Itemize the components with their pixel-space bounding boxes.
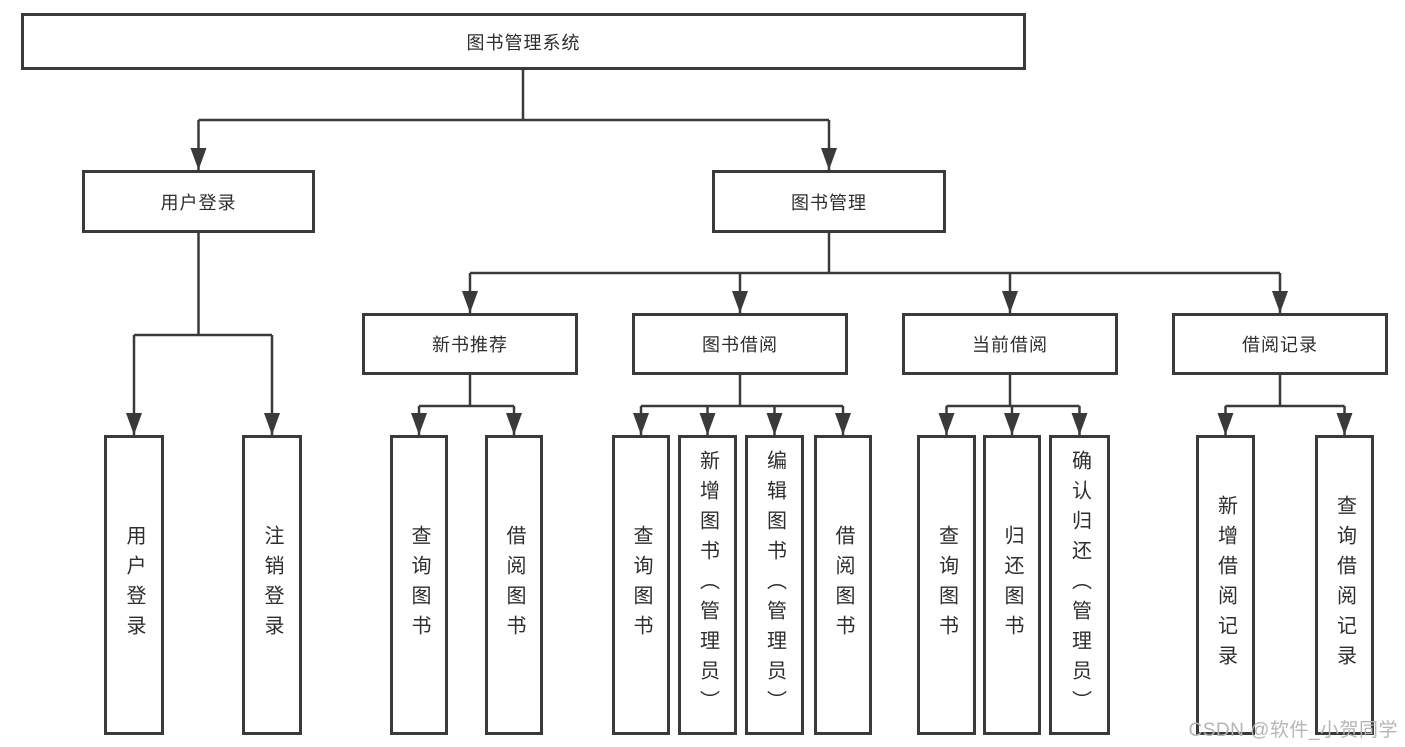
node-add-borrow-record: 新增借阅记录 [1196, 435, 1255, 735]
node-borrow-books: 借阅图书 [814, 435, 872, 735]
node-label: 借阅记录 [1242, 335, 1318, 355]
node-query-books: 查询图书 [390, 435, 448, 735]
node-label: 编辑图书（管理员） [763, 450, 786, 720]
node-query-books: 查询图书 [612, 435, 670, 735]
node-confirm-return-admin: 确认归还（管理员） [1049, 435, 1110, 735]
node-library-management-system: 图书管理系统 [21, 13, 1026, 70]
node-label: 归还图书 [1001, 525, 1023, 645]
node-user-login: 用户登录 [104, 435, 164, 735]
node-book-management: 图书管理 [712, 170, 946, 233]
node-borrow-books: 借阅图书 [485, 435, 543, 735]
node-label: 新书推荐 [432, 335, 508, 355]
node-book-borrowing: 图书借阅 [632, 313, 848, 375]
node-query-books: 查询图书 [917, 435, 976, 735]
node-label: 用户登录 [123, 525, 145, 645]
node-borrowing-records: 借阅记录 [1172, 313, 1388, 375]
node-new-book-recommendation: 新书推荐 [362, 313, 578, 375]
node-label: 查询图书 [408, 525, 430, 645]
node-logout: 注销登录 [242, 435, 302, 735]
node-label: 新增图书（管理员） [696, 450, 719, 720]
node-query-borrow-record: 查询借阅记录 [1315, 435, 1374, 735]
node-label: 当前借阅 [972, 335, 1048, 355]
node-label: 查询图书 [935, 525, 958, 645]
node-label: 新增借阅记录 [1214, 495, 1237, 675]
node-user-login-group: 用户登录 [82, 170, 315, 233]
node-return-books: 归还图书 [983, 435, 1041, 735]
node-label: 注销登录 [261, 525, 283, 645]
node-label: 查询借阅记录 [1333, 495, 1356, 675]
node-label: 借阅图书 [503, 525, 525, 645]
node-current-borrowing: 当前借阅 [902, 313, 1118, 375]
node-label: 用户登录 [160, 192, 237, 213]
node-label: 借阅图书 [832, 525, 854, 645]
node-label: 确认归还（管理员） [1068, 450, 1091, 720]
node-label: 图书借阅 [702, 335, 778, 355]
node-label: 图书管理 [791, 192, 867, 213]
node-label: 查询图书 [630, 525, 652, 645]
node-edit-book-admin: 编辑图书（管理员） [745, 435, 804, 735]
csdn-watermark: CSDN @软件_小贺同学 [1188, 720, 1398, 741]
node-add-book-admin: 新增图书（管理员） [678, 435, 737, 735]
node-label: 图书管理系统 [466, 32, 581, 53]
